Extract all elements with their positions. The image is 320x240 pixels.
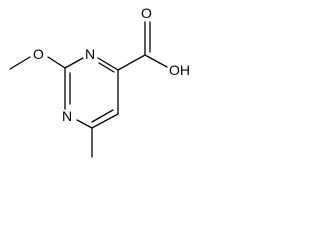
hydroxyl-label: OH [169,62,190,78]
bond-c-oh [144,54,168,68]
bond-n3-c4 [97,57,119,71]
ring-nitrogen-top-label: N [85,46,95,62]
bond-c5-c6-double [91,109,114,123]
bond-c4-carboxyl [117,54,146,71]
bond-methoxy-ch3 [9,56,31,70]
ring-nitrogen-bottom-label: N [62,108,72,124]
bond-c6-n1 [76,119,93,129]
bond-n3-c4-double [98,62,115,73]
ether-oxygen-label: O [33,46,44,62]
bond-o-c2 [47,56,66,69]
bond-c2-n3 [64,57,84,69]
bond-c5-c6 [91,113,119,129]
carbonyl-oxygen-label: O [141,5,152,21]
structure-diagram: O N N O OH [9,5,190,158]
